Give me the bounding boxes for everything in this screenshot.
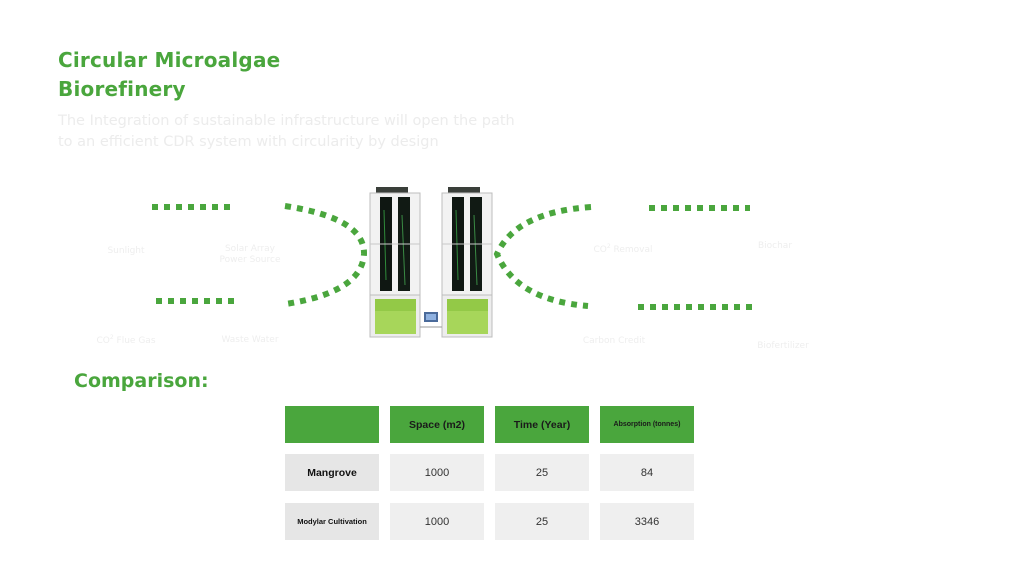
subtitle-line-1: The Integration of sustainable infrastru… [58, 113, 515, 129]
label-waste-water: Waste Water [221, 335, 279, 345]
bioreactor-module-right [441, 187, 493, 338]
table-header-absorption: Absorption (tonnes) [600, 406, 694, 443]
label-co2-flue-gas: CO2 Flue Gas [96, 334, 156, 346]
output-flow-curve [493, 204, 592, 309]
table-header-space: Space (m2) [390, 406, 484, 443]
table-header-empty [285, 406, 379, 443]
label-co2-removal: CO2 Removal [593, 243, 653, 255]
label-solar-array: Solar Array Power Source [219, 244, 281, 265]
comparison-heading: Comparison: [74, 370, 209, 392]
title-line-1: Circular Microalgae [58, 48, 281, 72]
label-biofertilizer: Biofertilizer [757, 341, 809, 351]
title-line-2: Biorefinery [58, 77, 186, 101]
solar-waste-flow-curve [284, 203, 368, 307]
table-cell-modylar-absorption: 3346 [600, 503, 694, 540]
table-cell-mangrove-time: 25 [495, 454, 589, 491]
table-cell-modylar-time: 25 [495, 503, 589, 540]
page-title: Circular Microalgae Biorefinery [58, 46, 418, 104]
label-carbon-credit: Carbon Credit [582, 336, 646, 346]
table-row-label-modylar: Modylar Cultivation [285, 503, 379, 540]
subtitle-line-2: to an efficient CDR system with circular… [58, 134, 439, 150]
table-cell-mangrove-absorption: 84 [600, 454, 694, 491]
table-row-label-mangrove: Mangrove [285, 454, 379, 491]
bioreactor-unit-illustration [369, 187, 493, 338]
bioreactor-module-left [369, 187, 421, 338]
page-subtitle: The Integration of sustainable infrastru… [58, 111, 528, 153]
label-sunlight: Sunlight [107, 246, 145, 256]
label-biochar: Biochar [757, 241, 793, 251]
table-header-time: Time (Year) [495, 406, 589, 443]
table-cell-mangrove-space: 1000 [390, 454, 484, 491]
table-cell-modylar-space: 1000 [390, 503, 484, 540]
